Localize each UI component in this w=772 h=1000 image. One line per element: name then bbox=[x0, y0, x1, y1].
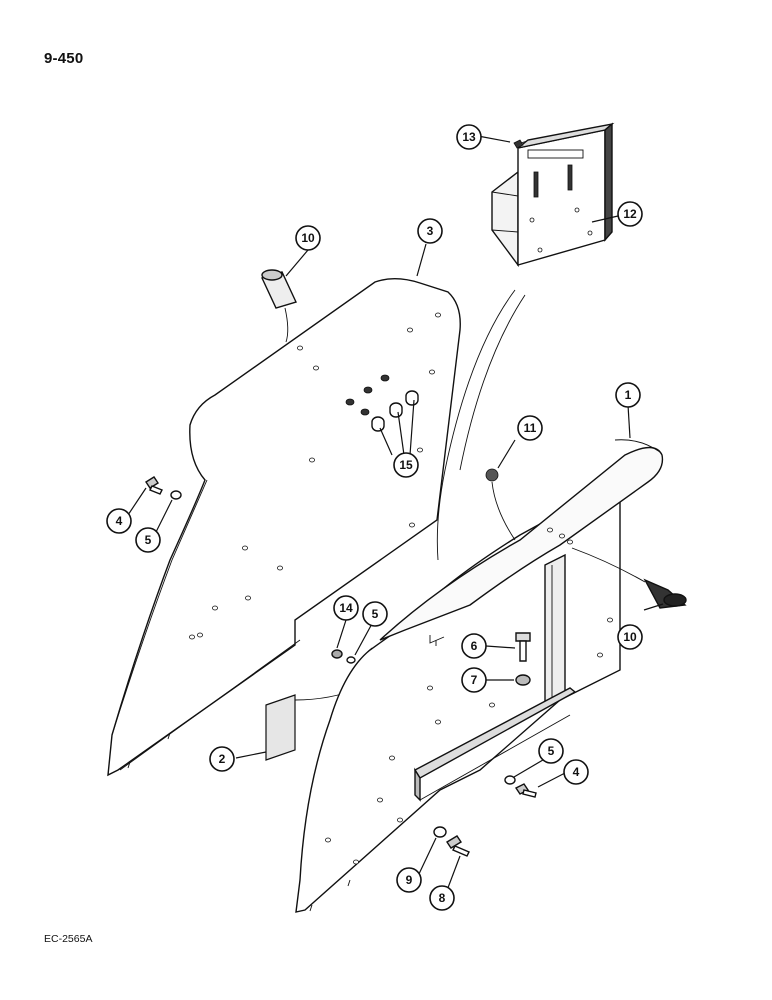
callout-label: 2 bbox=[219, 752, 226, 766]
bolt-6 bbox=[515, 632, 531, 662]
callout-6: 6 bbox=[461, 633, 487, 659]
washer-9 bbox=[433, 826, 447, 838]
callout-label: 4 bbox=[116, 514, 123, 528]
callout-7: 7 bbox=[461, 667, 487, 693]
washer-7 bbox=[515, 674, 531, 686]
plugs bbox=[371, 390, 419, 432]
callout-label: 11 bbox=[524, 421, 537, 435]
callout-11: 11 bbox=[517, 415, 543, 441]
callout-5c: 5 bbox=[538, 738, 564, 764]
cushion-right bbox=[571, 547, 687, 609]
washer-right bbox=[504, 775, 516, 785]
callout-15: 15 bbox=[393, 452, 419, 478]
nut bbox=[331, 649, 343, 659]
callout-label: 15 bbox=[399, 458, 413, 472]
callout-label: 12 bbox=[623, 207, 637, 221]
bolt-right bbox=[514, 783, 537, 798]
callout-label: 10 bbox=[301, 231, 315, 245]
right-panel-holes bbox=[325, 527, 613, 865]
left-panel-slots bbox=[345, 374, 390, 416]
bolt-8 bbox=[446, 835, 470, 857]
callout-label: 6 bbox=[471, 639, 478, 653]
callout-5b: 5 bbox=[362, 601, 388, 627]
page-number: 9-450 bbox=[44, 50, 84, 67]
washer-left bbox=[170, 490, 182, 500]
grommet bbox=[485, 468, 516, 541]
screw bbox=[513, 139, 528, 149]
callout-label: 5 bbox=[548, 744, 555, 758]
left-panel-holes bbox=[189, 312, 441, 640]
callout-8: 8 bbox=[429, 885, 455, 911]
callout-2: 2 bbox=[209, 746, 235, 772]
leader-lines bbox=[127, 135, 664, 894]
callout-label: 13 bbox=[462, 130, 476, 144]
right-side-panel bbox=[295, 289, 664, 913]
callout-9: 9 bbox=[396, 867, 422, 893]
callout-4a: 4 bbox=[106, 508, 132, 534]
callout-label: 3 bbox=[427, 224, 434, 238]
washer-middle bbox=[346, 656, 356, 664]
bracket bbox=[491, 122, 615, 268]
left-side-panel bbox=[107, 278, 461, 777]
cushion-left bbox=[261, 269, 297, 343]
callout-label: 5 bbox=[372, 607, 379, 621]
callout-label: 9 bbox=[406, 873, 413, 887]
callout-label: 7 bbox=[471, 673, 478, 687]
callout-label: 4 bbox=[573, 765, 580, 779]
callout-label: 5 bbox=[145, 533, 152, 547]
callout-label: 14 bbox=[339, 601, 353, 615]
callout-1: 1 bbox=[615, 382, 641, 408]
callout-12: 12 bbox=[617, 201, 643, 227]
callout-13: 13 bbox=[456, 124, 482, 150]
callout-5a: 5 bbox=[135, 527, 161, 553]
callout-10b: 10 bbox=[617, 624, 643, 650]
callout-label: 10 bbox=[623, 630, 637, 644]
callout-4b: 4 bbox=[563, 759, 589, 785]
callout-3: 3 bbox=[417, 218, 443, 244]
callout-label: 1 bbox=[625, 388, 632, 402]
callout-label: 8 bbox=[439, 891, 446, 905]
bolt-left bbox=[145, 476, 163, 495]
callout-10a: 10 bbox=[295, 225, 321, 251]
callout-14: 14 bbox=[333, 595, 359, 621]
figure-code: EC-2565A bbox=[44, 933, 93, 945]
